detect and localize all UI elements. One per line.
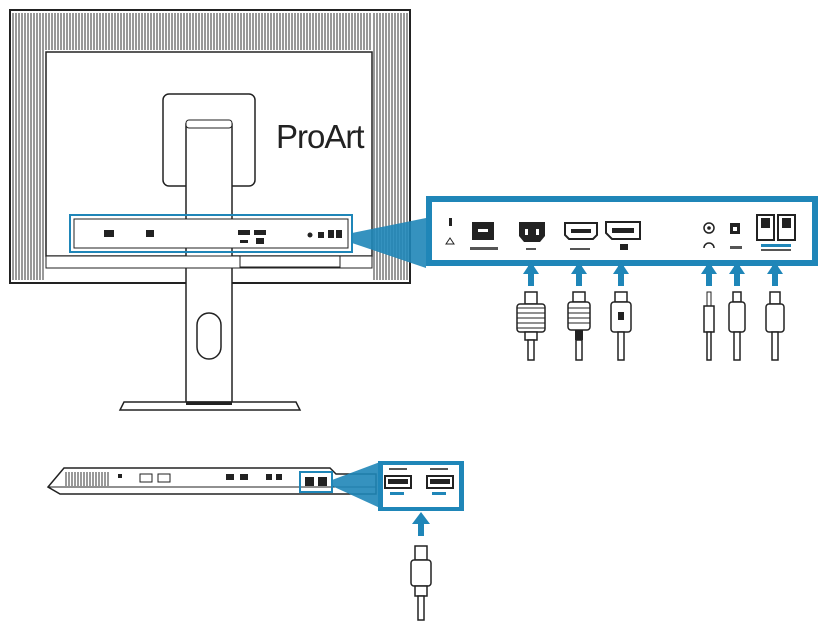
usb-a-icon <box>756 214 796 251</box>
usb-b-cable <box>728 262 746 361</box>
ac-power-cable <box>516 262 546 361</box>
monitor-rear-view <box>9 9 411 411</box>
displayport-icon <box>605 221 641 250</box>
hdmi-port-icon <box>564 222 598 250</box>
usb-a-right-icon <box>426 468 454 495</box>
lock-icon <box>445 218 455 245</box>
cables-rear <box>516 262 785 361</box>
ac-socket-icon <box>519 222 545 250</box>
usb-b-icon <box>730 223 742 249</box>
zoom-leader <box>352 218 426 268</box>
monitor-side-view <box>46 467 377 495</box>
hdmi-cable <box>567 262 591 361</box>
side-ports-zoom <box>378 461 464 511</box>
usb-a-cable <box>410 512 432 621</box>
side-zoom-leader <box>332 462 380 508</box>
cooling-vents <box>12 13 44 280</box>
headphone-icon <box>703 222 715 249</box>
audio-cable <box>701 262 717 361</box>
power-socket-icon <box>470 222 498 250</box>
usb-a-cable-rear <box>765 262 785 361</box>
brand-logo: ProArt <box>276 118 365 155</box>
displayport-cable <box>610 262 632 361</box>
usb-a-left-icon <box>384 468 412 495</box>
rear-ports-zoom <box>426 196 818 266</box>
